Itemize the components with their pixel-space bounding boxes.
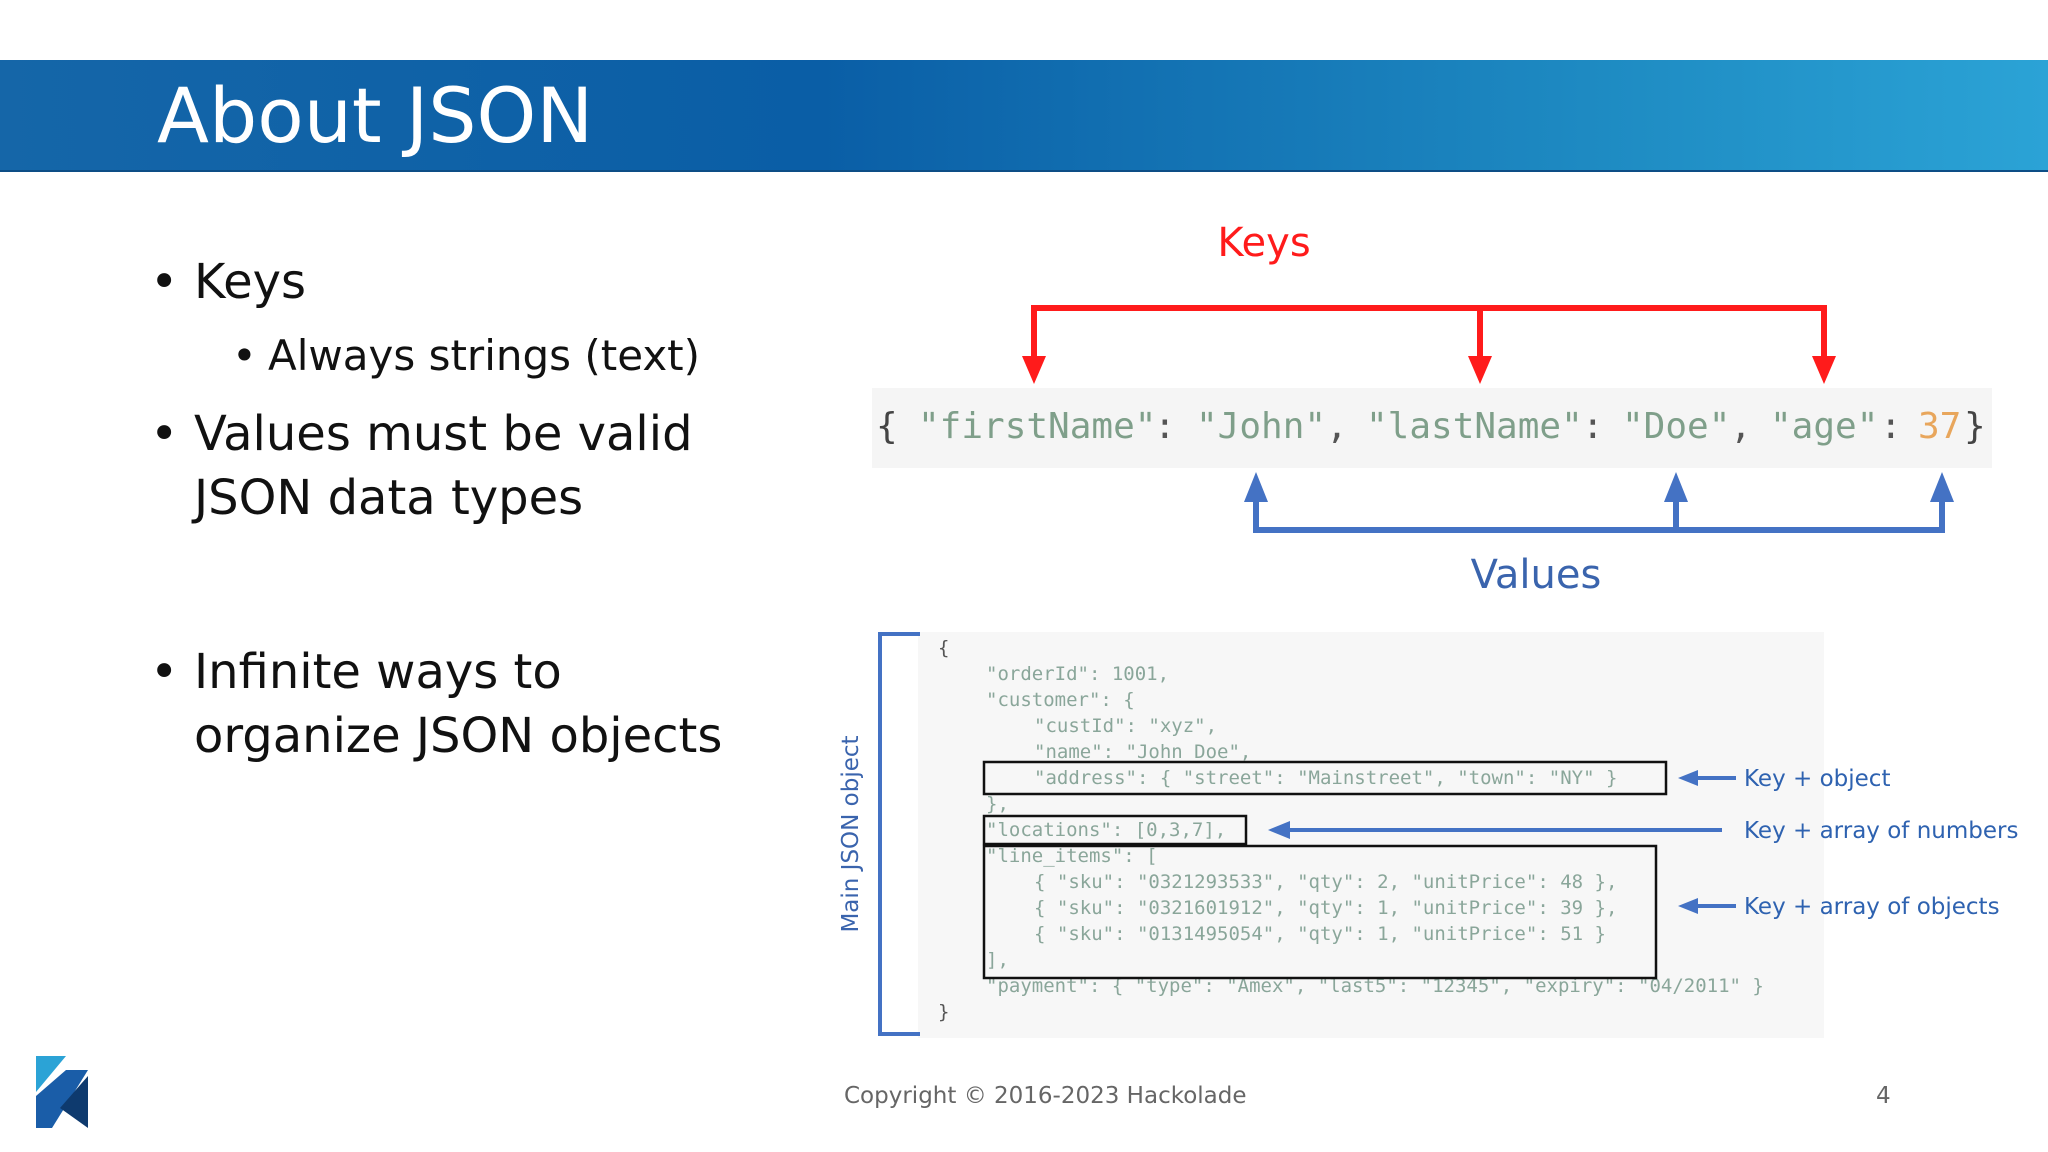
code-line: "name": "John Doe", [1034,741,1251,763]
annotations: Key + object Key + array of numbers Key … [1744,766,2018,920]
arrow-up-icon [1664,472,1688,502]
highlight-boxes [982,760,1668,980]
copyright-text: Copyright © 2016-2023 Hackolade [844,1083,1247,1109]
code-line: { [938,637,949,659]
highlight-locations [982,814,1248,846]
arrow-up-icon [1930,472,1954,502]
values-arrowheads [1244,472,1954,502]
code-line: "customer": { [986,689,1135,711]
code-line: "locations": [0,3,7], [986,819,1226,841]
arrow-down-icon [1812,356,1836,384]
code-line: } [938,1001,949,1023]
arrow-down-icon [1468,356,1492,384]
code-line: { "sku": "0321601912", "qty": 1, "unitPr… [1034,897,1617,919]
arrow-up-icon [1244,472,1268,502]
annotation-key-array-numbers: Key + array of numbers [1744,818,2018,844]
annotation-key-object: Key + object [1744,766,1890,792]
arrow-left-icon [1694,776,1736,780]
code-block-background [918,632,1824,1038]
keys-label: Keys [1217,220,1310,266]
annotation-arrows [1268,770,1736,914]
code-line: "orderId": 1001, [986,663,1169,685]
json-example-line: { "firstName" : "John" , "lastName" : "D… [876,406,1986,447]
values-label: Values [1471,552,1602,598]
code-line: }, [986,793,1009,815]
values-bracket [1253,500,1945,533]
code-lines: { "orderId": 1001, "customer": { "custId… [938,637,1764,1023]
arrow-left-icon [1694,904,1736,908]
arrow-down-icon [1022,356,1046,384]
code-line: "line_items": [ [986,845,1158,867]
top-code-background [872,388,1992,468]
highlight-line-items [982,844,1658,980]
page-number: 4 [1876,1083,1891,1109]
keys-bracket [1031,305,1827,358]
highlight-address [982,760,1668,796]
code-line: "address": { "street": "Mainstreet", "to… [1034,767,1617,789]
hackolade-logo [36,1056,88,1128]
code-line: { "sku": "0321293533", "qty": 2, "unitPr… [1034,871,1617,893]
code-line: { "sku": "0131495054", "qty": 1, "unitPr… [1034,923,1606,945]
annotation-key-array-objects: Key + array of objects [1744,894,2000,920]
arrow-left-icon [1286,828,1722,832]
keys-arrowheads [1022,356,1836,384]
title-banner [0,60,2048,172]
slide-title: About JSON [157,71,594,160]
code-line: "custId": "xyz", [1034,715,1217,737]
code-line: ], [986,949,1009,971]
code-line: "payment": { "type": "Amex", "last5": "1… [986,975,1764,997]
main-object-bracket [878,632,920,1036]
main-json-object-label: Main JSON object [838,735,864,932]
